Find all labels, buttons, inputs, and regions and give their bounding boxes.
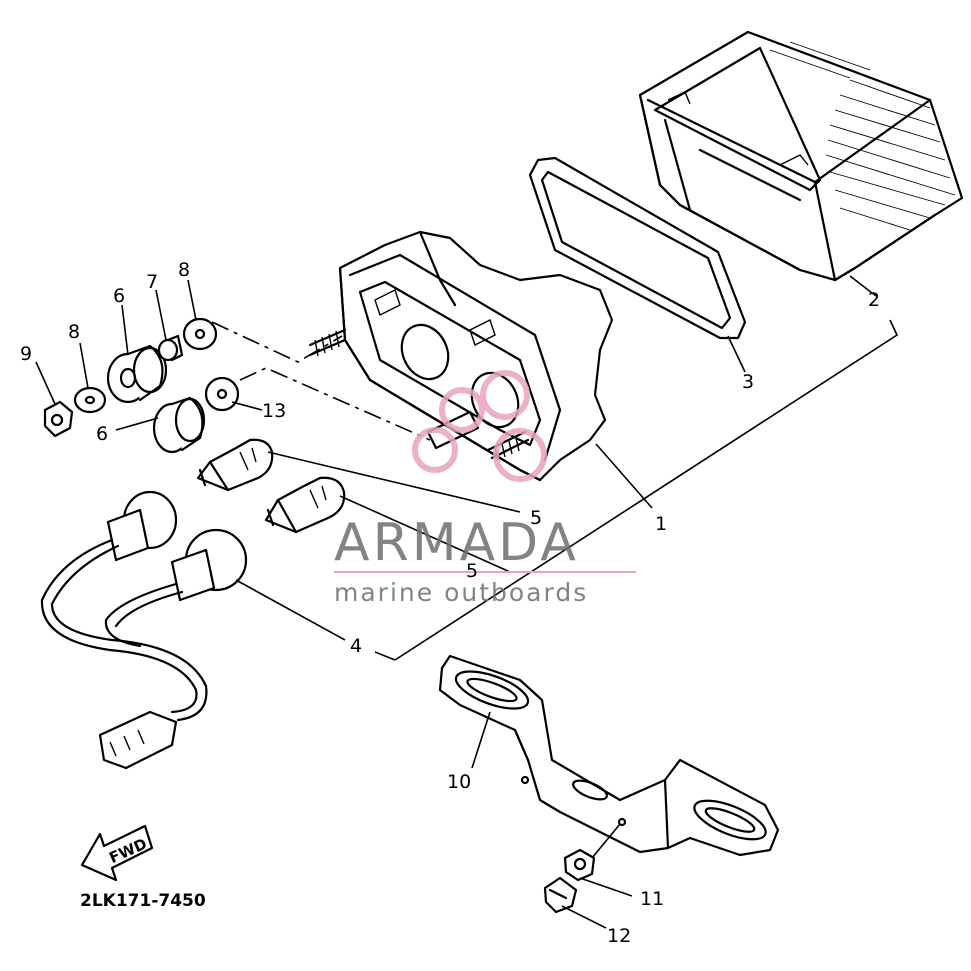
part-lens-2	[638, 30, 964, 282]
callout-6-upper: 6	[113, 285, 125, 307]
fwd-arrow-icon: FWD	[80, 824, 154, 882]
callout-12: 12	[607, 925, 631, 947]
callout-4: 4	[350, 635, 362, 657]
callout-7: 7	[146, 271, 158, 293]
callout-9: 9	[20, 343, 32, 365]
part-spacer-7	[157, 334, 184, 362]
leader-lines	[35, 275, 899, 929]
part-housing-1	[308, 230, 614, 482]
part-grommet-6-upper	[106, 344, 168, 404]
callout-13: 13	[262, 400, 286, 422]
part-washer-8-left	[73, 386, 107, 414]
part-nut-9	[43, 400, 74, 438]
callout-11: 11	[640, 888, 664, 910]
callout-5-lower: 5	[466, 560, 478, 582]
part-washer-8-right	[182, 317, 218, 351]
callout-2: 2	[868, 289, 880, 311]
part-bulb-5-upper	[196, 438, 274, 492]
part-bolt-11	[563, 848, 596, 882]
part-grommet-6-lower	[152, 396, 206, 454]
callout-labels: 1 2 3 4 5 5 6 6 7 8 8 9 10 11 12 13	[20, 259, 880, 947]
watermark-tagline: marine outboards	[334, 578, 588, 607]
watermark-brand: ARMADA	[334, 513, 579, 573]
callout-10: 10	[447, 771, 471, 793]
callout-6-lower: 6	[96, 423, 108, 445]
part-washer-13	[204, 376, 240, 412]
part-nut-12	[543, 876, 578, 914]
callout-1: 1	[655, 513, 667, 535]
dash-lines	[211, 321, 431, 441]
part-gasket-3	[528, 156, 747, 340]
part-number-label: 2LK171-7450	[80, 891, 206, 911]
watermark-logo	[412, 370, 547, 482]
callout-8-left: 8	[68, 321, 80, 343]
part-bracket-10	[438, 654, 780, 857]
part-bulb-5-lower	[264, 476, 346, 534]
callout-3: 3	[742, 371, 754, 393]
callout-8-right: 8	[178, 259, 190, 281]
part-harness-4	[40, 490, 248, 770]
callout-5-upper: 5	[530, 507, 542, 529]
